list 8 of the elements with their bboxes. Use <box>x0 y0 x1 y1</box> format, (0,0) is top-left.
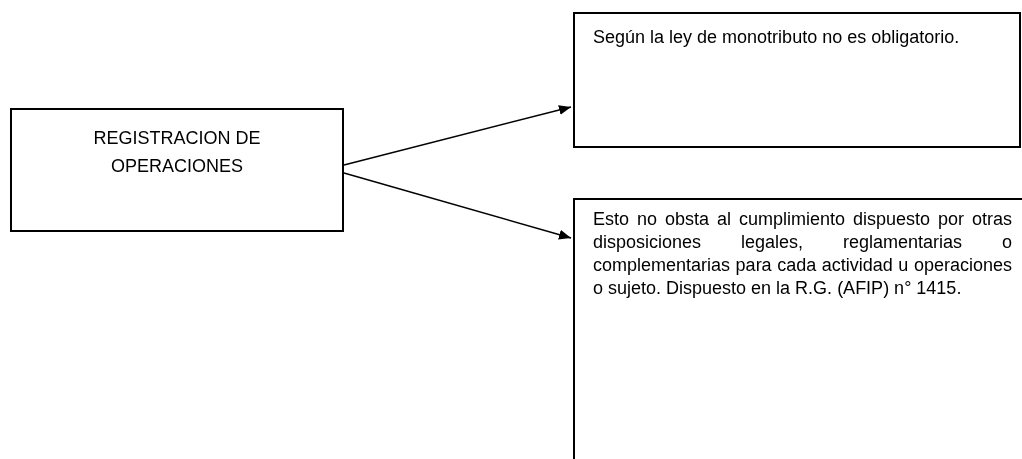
note-text: Según la ley de monotributo no es obligatorio. <box>592 26 961 49</box>
arrow <box>343 105 572 166</box>
note-box <box>573 198 1022 459</box>
box-title: REGISTRACION DE OPERACIONES <box>92 127 262 178</box>
process-box <box>10 108 344 232</box>
note-box <box>573 12 1021 148</box>
note-text: Esto no obsta al cumplimiento dispuesto por otras disposiciones legales, reglamentarias o complementarias para cada actividad u operaciones o sujeto. Dispuesto en la R.G. (AFIP) n° 1415. <box>592 208 1013 300</box>
arrow <box>343 172 572 240</box>
